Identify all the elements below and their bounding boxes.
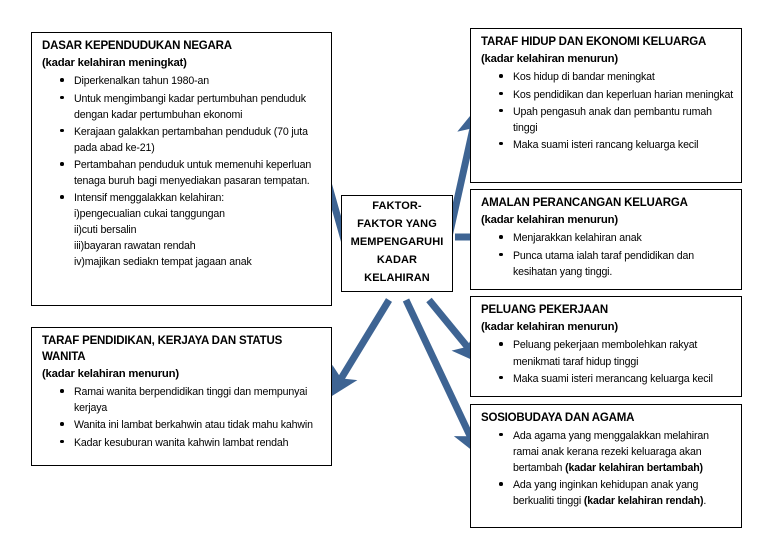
list-item: Kerajaan galakkan pertambahan penduduk (… bbox=[60, 124, 323, 156]
node-taraf-hidup-dan-ekonomi-keluarga[interactable]: TARAF HIDUP DAN EKONOMI KELUARGA (kadar … bbox=[470, 28, 742, 183]
arrow-center-to-sosio bbox=[402, 298, 481, 457]
list-item-text: Kerajaan galakkan pertambahan penduduk (… bbox=[74, 125, 308, 154]
sub-list-item: ii)cuti bersalin bbox=[74, 224, 137, 237]
node-subtitle: (kadar kelahiran menurun) bbox=[481, 213, 618, 226]
list-item: Wanita ini lambat berkahwin atau tidak m… bbox=[60, 417, 323, 433]
sub-list: i)pengecualian cukai tanggungan ii)cuti … bbox=[74, 206, 323, 270]
bullet-dot-icon bbox=[499, 91, 503, 96]
center-line: KELAHIRAN bbox=[364, 271, 430, 284]
bullet-dot-icon bbox=[60, 95, 64, 100]
list-item-text: Pertambahan penduduk untuk memenuhi kepe… bbox=[74, 158, 312, 187]
list-item: Untuk mengimbangi kadar pertumbuhan pend… bbox=[60, 91, 323, 123]
bullet-list: Ramai wanita berpendidikan tinggi dan me… bbox=[40, 384, 323, 450]
bullet-dot-icon bbox=[60, 439, 64, 444]
list-item-text: Untuk mengimbangi kadar pertumbuhan pend… bbox=[74, 92, 306, 121]
node-subtitle: (kadar kelahiran meningkat) bbox=[42, 56, 187, 69]
bullet-dot-icon bbox=[499, 482, 503, 486]
node-title: DASAR KEPENDUDUKAN NEGARA bbox=[42, 40, 232, 52]
list-item-text: Intensif menggalakkan kelahiran: bbox=[74, 192, 225, 205]
node-subtitle: (kadar kelahiran menurun) bbox=[481, 320, 618, 333]
bullet-dot-icon bbox=[499, 141, 503, 146]
list-item: Intensif menggalakkan kelahiran: i)penge… bbox=[60, 190, 323, 270]
bullet-list: Peluang pekerjaan membolehkan rakyat men… bbox=[479, 337, 733, 386]
list-item: Diperkenalkan tahun 1980-an bbox=[60, 73, 323, 89]
list-item: Ada agama yang menggalakkan melahiran ra… bbox=[499, 428, 733, 476]
node-title: SOSIOBUDAYA DAN AGAMA bbox=[481, 412, 635, 424]
node-taraf-pendidikan-kerjaya-status-wanita[interactable]: TARAF PENDIDIKAN, KERJAYA DAN STATUS WAN… bbox=[31, 327, 332, 466]
bullet-dot-icon bbox=[60, 78, 64, 83]
list-item-text: Maka suami isteri merancang keluarga kec… bbox=[513, 372, 713, 385]
list-item-emphasis: (kadar kelahiran bertambah) bbox=[565, 462, 703, 475]
list-item: Maka suami isteri merancang keluarga kec… bbox=[499, 371, 733, 387]
list-item: Maka suami isteri rancang keluarga kecil bbox=[499, 137, 733, 153]
bullet-list: Menjarakkan kelahiran anak Punca utama i… bbox=[479, 230, 733, 279]
list-item: Upah pengasuh anak dan pembantu rumah ti… bbox=[499, 104, 733, 136]
list-item-text: Menjarakkan kelahiran anak bbox=[513, 232, 642, 245]
bullet-dot-icon bbox=[60, 195, 64, 199]
arrow-center-to-taraf-pend bbox=[329, 298, 392, 398]
list-item: Ada yang inginkan kehidupan anak yang be… bbox=[499, 477, 733, 509]
arrow-center-to-peluang bbox=[426, 297, 482, 365]
sub-list-item: iii)bayaran rawatan rendah bbox=[74, 240, 196, 253]
node-amalan-perancangan-keluarga[interactable]: AMALAN PERANCANGAN KELUARGA (kadar kelah… bbox=[470, 189, 742, 290]
list-item: Kos pendidikan dan keperluan harian meni… bbox=[499, 87, 733, 103]
sub-list-item: iv)majikan sediakn tempat jagaan anak bbox=[74, 256, 252, 269]
node-title: TARAF HIDUP DAN EKONOMI KELUARGA bbox=[481, 36, 707, 48]
bullet-list: Kos hidup di bandar meningkat Kos pendid… bbox=[479, 69, 733, 152]
bullet-dot-icon bbox=[60, 128, 64, 133]
bullet-list: Diperkenalkan tahun 1980-an Untuk mengim… bbox=[40, 73, 323, 270]
node-subtitle: (kadar kelahiran menurun) bbox=[42, 367, 179, 380]
center-line: FAKTOR- bbox=[372, 200, 422, 213]
node-subtitle: (kadar kelahiran menurun) bbox=[481, 52, 618, 65]
bullet-dot-icon bbox=[499, 235, 503, 240]
list-item-text: Ramai wanita berpendidikan tinggi dan me… bbox=[74, 386, 308, 415]
list-item-text: Kos hidup di bandar meningkat bbox=[513, 71, 655, 84]
bullet-dot-icon bbox=[499, 432, 503, 437]
list-item: Kadar kesuburan wanita kahwin lambat ren… bbox=[60, 435, 323, 451]
node-center-faktor-faktor[interactable]: FAKTOR- FAKTOR YANG MEMPENGARUHI KADAR K… bbox=[341, 195, 453, 292]
center-line: KADAR bbox=[376, 253, 418, 266]
node-title: AMALAN PERANCANGAN KELUARGA bbox=[481, 197, 688, 209]
list-item-text: Wanita ini lambat berkahwin atau tidak m… bbox=[74, 419, 313, 432]
list-item: Ramai wanita berpendidikan tinggi dan me… bbox=[60, 384, 323, 416]
list-item-text: Ada agama yang menggalakkan melahiran ra… bbox=[513, 429, 709, 475]
list-item: Pertambahan penduduk untuk memenuhi kepe… bbox=[60, 157, 323, 189]
node-dasar-kependudukan-negara[interactable]: DASAR KEPENDUDUKAN NEGARA (kadar kelahir… bbox=[31, 32, 332, 306]
list-item-emphasis: (kadar kelahiran rendah) bbox=[583, 495, 704, 508]
list-item-text: Ada yang inginkan kehidupan anak yang be… bbox=[513, 479, 699, 508]
sub-list-item: i)pengecualian cukai tanggungan bbox=[74, 208, 225, 221]
node-sosiobudaya-dan-agama[interactable]: SOSIOBUDAYA DAN AGAMA Ada agama yang men… bbox=[470, 404, 742, 528]
list-item-text: Upah pengasuh anak dan pembantu rumah ti… bbox=[513, 105, 712, 134]
center-line: FAKTOR YANG bbox=[357, 218, 437, 231]
list-item-text: Kos pendidikan dan keperluan harian meni… bbox=[513, 88, 733, 101]
list-item: Peluang pekerjaan membolehkan rakyat men… bbox=[499, 337, 733, 369]
list-item-tail: . bbox=[703, 495, 707, 508]
node-title: TARAF PENDIDIKAN, KERJAYA DAN STATUS WAN… bbox=[42, 335, 283, 363]
bullet-dot-icon bbox=[499, 108, 503, 113]
list-item-text: Peluang pekerjaan membolehkan rakyat men… bbox=[513, 339, 698, 368]
bullet-dot-icon bbox=[60, 389, 64, 393]
bullet-dot-icon bbox=[60, 161, 64, 166]
bullet-list: Ada agama yang menggalakkan melahiran ra… bbox=[479, 428, 733, 509]
bullet-dot-icon bbox=[60, 422, 64, 427]
list-item-text: Diperkenalkan tahun 1980-an bbox=[74, 75, 209, 88]
bullet-dot-icon bbox=[499, 252, 503, 257]
node-title: PELUANG PEKERJAAN bbox=[481, 304, 608, 316]
bullet-dot-icon bbox=[499, 375, 503, 380]
list-item: Kos hidup di bandar meningkat bbox=[499, 69, 733, 85]
list-item: Punca utama ialah taraf pendidikan dan k… bbox=[499, 248, 733, 280]
center-node-label: FAKTOR- FAKTOR YANG MEMPENGARUHI KADAR K… bbox=[351, 198, 444, 287]
node-peluang-pekerjaan[interactable]: PELUANG PEKERJAAN (kadar kelahiran menur… bbox=[470, 296, 742, 397]
list-item-text: Punca utama ialah taraf pendidikan dan k… bbox=[513, 249, 694, 278]
bullet-dot-icon bbox=[499, 74, 503, 79]
center-line: MEMPENGARUHI bbox=[350, 236, 444, 249]
list-item-text: Maka suami isteri rancang keluarga kecil bbox=[513, 138, 699, 151]
list-item: Menjarakkan kelahiran anak bbox=[499, 230, 733, 246]
bullet-dot-icon bbox=[499, 342, 503, 347]
list-item-text: Kadar kesuburan wanita kahwin lambat ren… bbox=[74, 436, 289, 449]
